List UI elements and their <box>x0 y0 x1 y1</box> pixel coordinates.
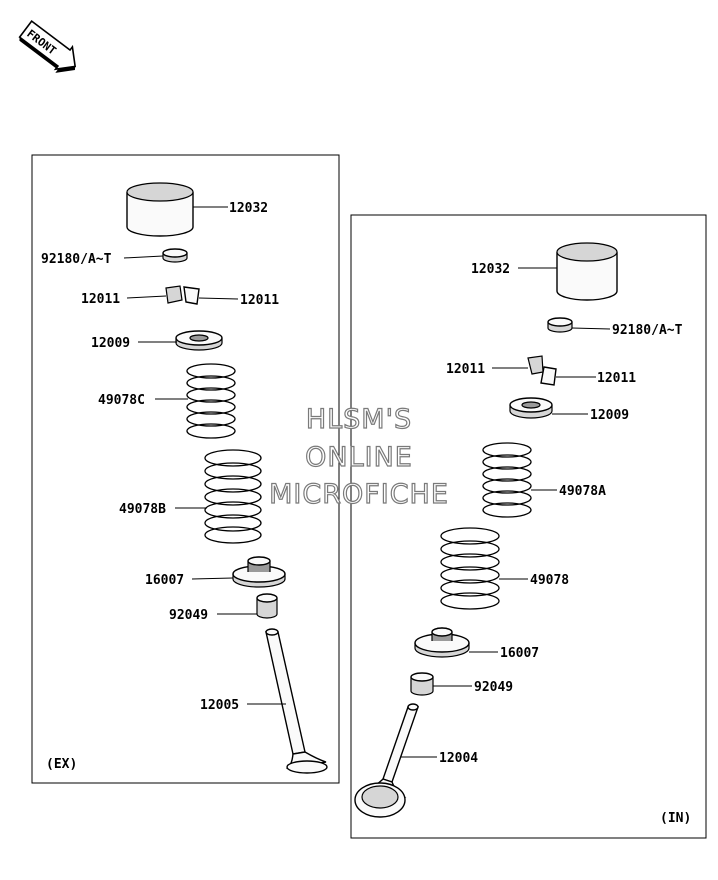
ex-label-keeper-left: 12011 <box>81 292 120 307</box>
ex-spring-seat <box>232 556 286 588</box>
ex-label-retainer: 12009 <box>91 336 130 351</box>
in-valve <box>354 703 419 818</box>
in-label-tappet: 12032 <box>471 262 510 277</box>
in-spring-outer <box>440 527 500 610</box>
watermark-line-2: ONLINE <box>305 442 413 473</box>
ex-label-keeper-right: 12011 <box>240 293 279 308</box>
intake-panel <box>350 214 707 839</box>
ex-label-spring-seat: 16007 <box>145 573 184 588</box>
in-spring-inner <box>482 442 532 518</box>
in-label-oil-seal: 92049 <box>474 680 513 695</box>
in-label-spring-outer: 49078 <box>530 573 569 588</box>
in-label-retainer: 12009 <box>590 408 629 423</box>
ex-valve <box>265 628 328 774</box>
front-arrow-icon: FRONT <box>18 20 77 73</box>
in-shim <box>547 317 573 333</box>
ex-shim <box>162 248 188 263</box>
ex-label-shim: 92180/A~T <box>41 252 112 267</box>
ex-spring-outer <box>204 449 262 544</box>
ex-panel-tag: (EX) <box>46 757 77 772</box>
watermark-line-1: HLSM'S <box>306 404 412 435</box>
exhaust-panel <box>31 154 340 784</box>
ex-oil-seal <box>256 593 278 619</box>
ex-label-oil-seal: 92049 <box>169 608 208 623</box>
ex-retainer <box>175 330 223 351</box>
ex-label-spring-outer: 49078B <box>119 502 166 517</box>
in-panel-tag: (IN) <box>660 811 691 826</box>
ex-label-spring-inner: 49078C <box>98 393 145 408</box>
ex-spring-inner <box>186 363 236 439</box>
in-label-spring-inner: 49078A <box>559 484 606 499</box>
ex-keepers <box>165 285 200 305</box>
in-label-valve: 12004 <box>439 751 478 766</box>
watermark: HLSM'S ONLINE MICROFICHE <box>268 403 449 510</box>
in-label-spring-seat: 16007 <box>500 646 539 661</box>
watermark-line-3: MICROFICHE <box>269 479 449 510</box>
in-retainer <box>509 397 553 419</box>
ex-tappet <box>126 182 194 237</box>
ex-label-tappet: 12032 <box>229 201 268 216</box>
in-keepers <box>527 355 557 386</box>
in-label-shim: 92180/A~T <box>612 323 683 338</box>
in-label-keeper-left: 12011 <box>446 362 485 377</box>
in-label-keeper-right: 12011 <box>597 371 636 386</box>
in-tappet <box>556 242 618 301</box>
in-spring-seat <box>414 627 470 658</box>
ex-label-valve: 12005 <box>200 698 239 713</box>
in-oil-seal <box>410 672 434 696</box>
